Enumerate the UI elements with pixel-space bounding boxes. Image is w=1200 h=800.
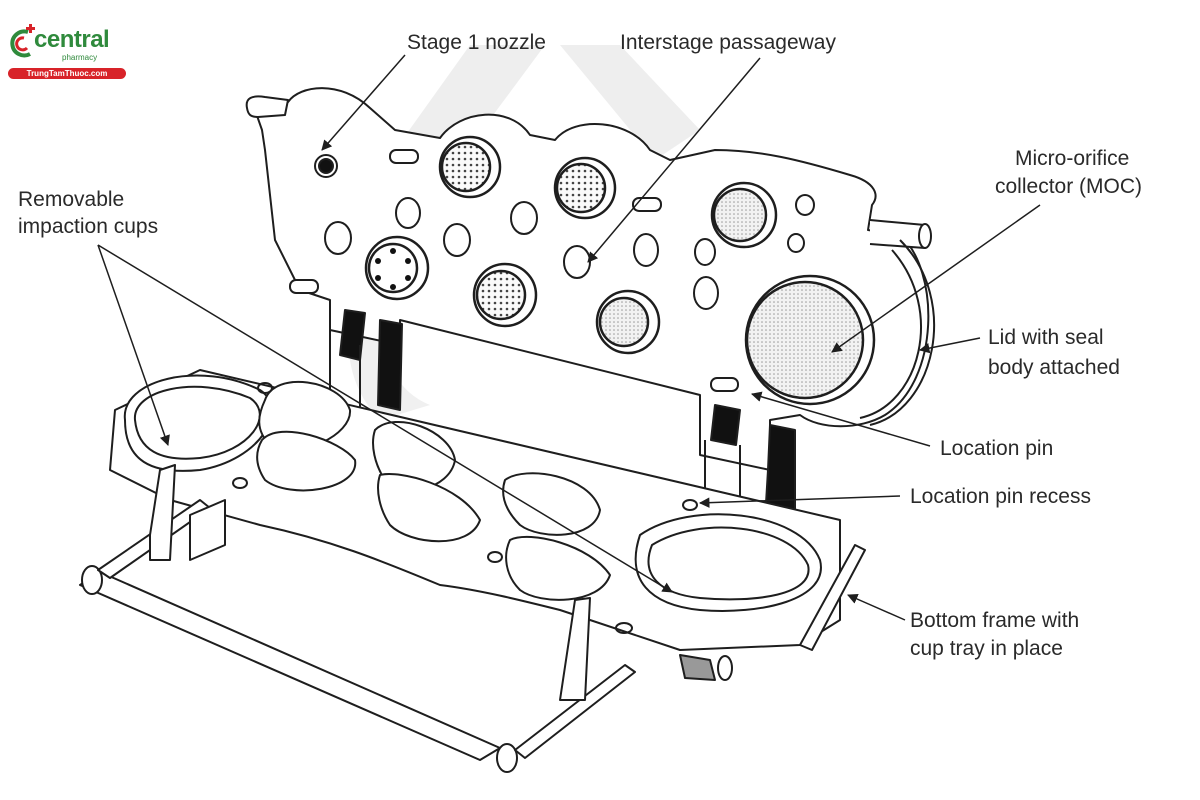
label-frame-line1: Bottom frame with [910, 609, 1080, 632]
label-cups-line1: Removable [18, 188, 125, 211]
cup-tray [109, 369, 866, 681]
label-location-pin: Location pin [940, 437, 1054, 460]
bottom-frame [79, 464, 636, 773]
label-lid-line2: body attached [988, 356, 1120, 379]
brand-subtitle: pharmacy [62, 53, 98, 62]
label-cups-line2: impaction cups [18, 215, 159, 238]
pharmacy-cross-icon [10, 24, 35, 58]
location-pin-recess [682, 499, 698, 511]
lid-holes [289, 149, 815, 392]
brand-site-badge: TrungTamThuoc.com [8, 68, 126, 79]
label-moc-line2: collector (MOC) [995, 175, 1143, 198]
stage-screens [364, 135, 876, 406]
label-lid-line1: Lid with seal [988, 326, 1104, 349]
label-interstage-passageway: Interstage passageway [620, 31, 836, 54]
label-moc-line1: Micro-orifice [1015, 147, 1130, 170]
label-frame-line2: cup tray in place [910, 637, 1063, 660]
label-stage1-nozzle: Stage 1 nozzle [407, 31, 546, 54]
location-pin [710, 377, 739, 392]
brand-name: central [34, 26, 110, 53]
label-location-pin-recess: Location pin recess [910, 485, 1091, 508]
brand-logo: central pharmacy TrungTamThuoc.com [8, 22, 128, 82]
leader-lines [97, 54, 1041, 621]
